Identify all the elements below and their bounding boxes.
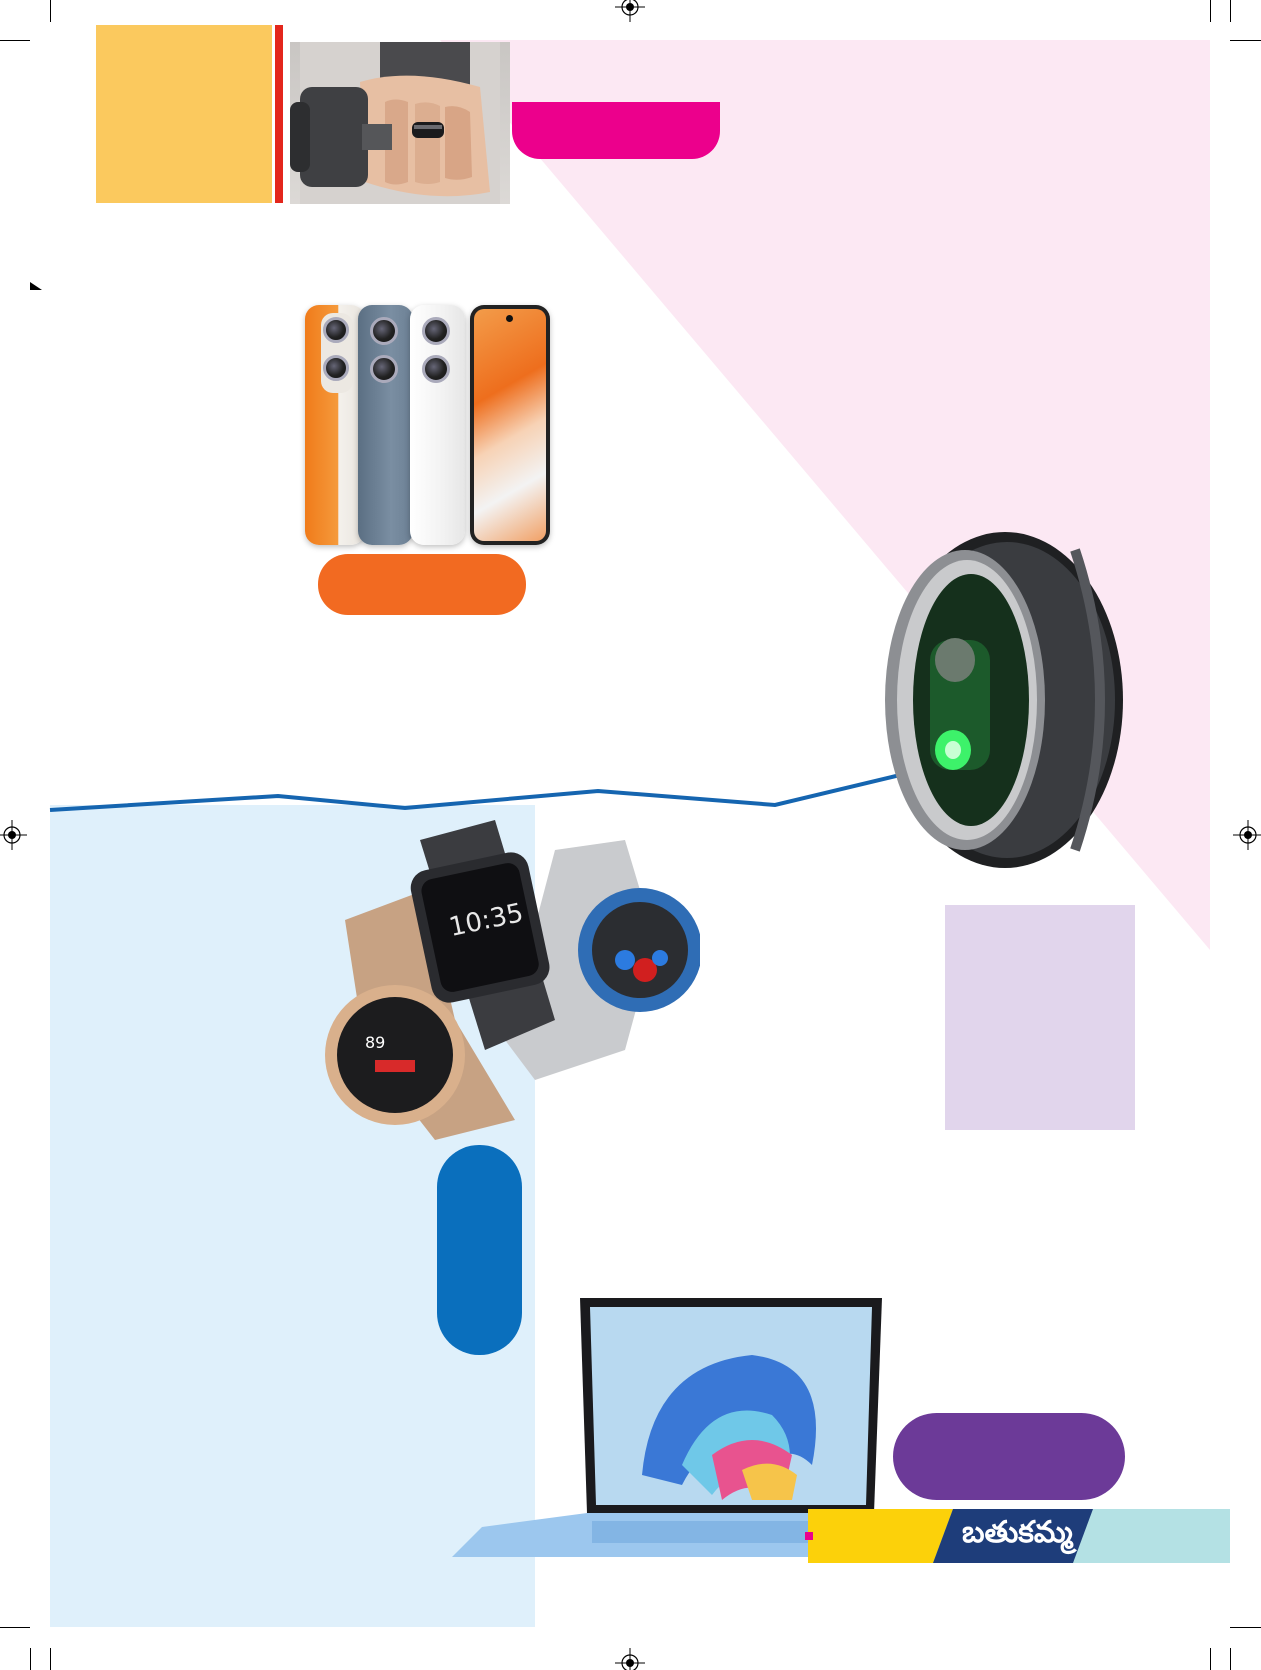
registration-mark-left	[0, 820, 27, 850]
hand-dumbbell-photo	[290, 42, 510, 204]
smart-ring-image	[885, 532, 1123, 868]
phone-white-back	[410, 305, 465, 545]
footer-magenta-square	[805, 1532, 813, 1540]
laptop-image	[452, 1298, 892, 1557]
footer-strip: బతుకమ్మ	[805, 1509, 1230, 1563]
crop-mark-tr-h	[1230, 40, 1261, 41]
crop-mark-bl-v2	[50, 1648, 51, 1670]
registration-mark-right	[1233, 820, 1261, 850]
lavender-text-box	[945, 905, 1135, 1130]
crop-mark-tr-v	[1210, 0, 1211, 22]
hand-dumbbell-illustration	[290, 42, 500, 204]
footer-strip-shapes	[808, 1509, 1230, 1563]
svg-text:89: 89	[365, 1033, 385, 1052]
crop-mark-br-h	[1230, 1627, 1261, 1628]
smartwatches-image: 89 10:35	[325, 820, 700, 1140]
purple-label-pill	[893, 1413, 1125, 1500]
registration-mark-top	[615, 0, 645, 22]
crop-mark-tl-v	[50, 0, 51, 22]
phone-orange-back	[305, 305, 365, 545]
crop-mark-tl-h	[0, 40, 30, 41]
orange-label-pill	[318, 554, 526, 615]
magenta-label-pill	[512, 102, 720, 159]
crop-mark-bl-h	[0, 1627, 30, 1628]
section-name-label: బతుకమ్మ	[962, 1515, 1073, 1550]
smartphones-group	[300, 300, 560, 550]
crop-mark-br-v2	[1230, 1648, 1231, 1670]
phone-screen-wallpaper	[474, 309, 546, 541]
front-camera-dot	[506, 315, 513, 322]
left-edge-marker	[30, 282, 42, 290]
phone-front-screen	[470, 305, 550, 545]
red-accent-bar	[275, 25, 283, 203]
phone-grey-back	[358, 305, 413, 545]
blue-vertical-pill	[437, 1145, 522, 1355]
crop-mark-br-v	[1210, 1648, 1211, 1670]
crop-mark-bl-v	[30, 1648, 31, 1670]
registration-mark-bottom	[615, 1648, 645, 1670]
yellow-block	[96, 25, 272, 203]
crop-mark-tr-v2	[1230, 0, 1231, 22]
